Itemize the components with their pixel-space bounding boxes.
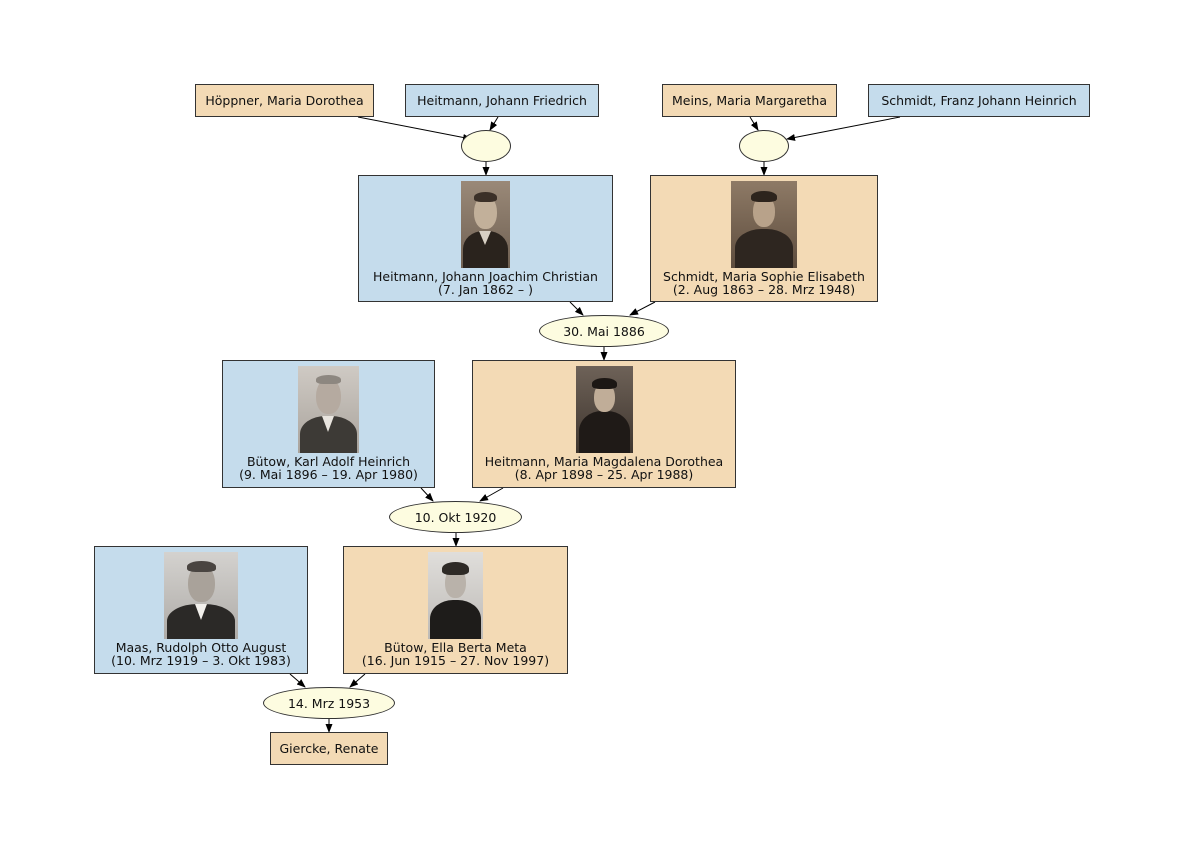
marriage-date: 30. Mai 1886: [563, 323, 645, 339]
person-dates: (7. Jan 1862 – ): [438, 282, 533, 297]
edge: [629, 301, 656, 316]
edge: [489, 116, 499, 131]
person-name: Heitmann, Johann Joachim Christian: [373, 269, 598, 284]
edge: [479, 487, 504, 502]
person-heitmann-johann-friedrich[interactable]: Heitmann, Johann Friedrich: [405, 84, 599, 117]
person-photo: [575, 366, 633, 453]
person-hoeppner-maria-dorothea[interactable]: Höppner, Maria Dorothea: [195, 84, 374, 117]
edge: [349, 673, 366, 688]
family-node[interactable]: 30. Mai 1886: [539, 315, 669, 347]
person-photo: [298, 366, 359, 453]
person-heitmann-maria-magdalena-dorothea[interactable]: Heitmann, Maria Magdalena Dorothea (8. A…: [472, 360, 736, 488]
person-photo: [461, 181, 510, 268]
person-dates: (10. Mrz 1919 – 3. Okt 1983): [111, 653, 291, 668]
person-schmidt-maria-sophie-elisabeth[interactable]: Schmidt, Maria Sophie Elisabeth (2. Aug …: [650, 175, 878, 302]
person-maas-rudolph-otto-august[interactable]: Maas, Rudolph Otto August (10. Mrz 1919 …: [94, 546, 308, 674]
person-name: Schmidt, Maria Sophie Elisabeth: [663, 269, 865, 284]
person-schmidt-franz-johann-heinrich[interactable]: Schmidt, Franz Johann Heinrich: [868, 84, 1090, 117]
person-name: Bütow, Ella Berta Meta: [384, 640, 527, 655]
edge: [749, 116, 759, 131]
person-meins-maria-margaretha[interactable]: Meins, Maria Margaretha: [662, 84, 837, 117]
family-node[interactable]: [461, 130, 511, 162]
person-name: Heitmann, Maria Magdalena Dorothea: [484, 454, 724, 469]
person-name: Meins, Maria Margaretha: [671, 93, 828, 108]
person-dates: (9. Mai 1896 – 19. Apr 1980): [239, 467, 418, 482]
person-photo: [731, 181, 797, 268]
family-node[interactable]: [739, 130, 789, 162]
family-node[interactable]: 10. Okt 1920: [389, 501, 522, 533]
person-name: Bütow, Karl Adolf Heinrich: [246, 454, 411, 469]
edge: [569, 301, 584, 316]
person-buetow-karl-adolf-heinrich[interactable]: Bütow, Karl Adolf Heinrich (9. Mai 1896 …: [222, 360, 435, 488]
person-name: Heitmann, Johann Friedrich: [417, 93, 587, 108]
person-dates: (2. Aug 1863 – 28. Mrz 1948): [672, 282, 856, 297]
person-photo: [164, 552, 238, 639]
marriage-date: 14. Mrz 1953: [287, 695, 371, 711]
person-dates: (16. Jun 1915 – 27. Nov 1997): [361, 653, 550, 668]
person-name: Maas, Rudolph Otto August: [115, 640, 287, 655]
person-name: Höppner, Maria Dorothea: [205, 93, 364, 108]
edge: [420, 487, 434, 502]
person-dates: (8. Apr 1898 – 25. Apr 1988): [514, 467, 694, 482]
person-name: Giercke, Renate: [279, 741, 379, 756]
person-buetow-ella-berta-meta[interactable]: Bütow, Ella Berta Meta (16. Jun 1915 – 2…: [343, 546, 568, 674]
person-giercke-renate[interactable]: Giercke, Renate: [270, 732, 388, 765]
edge: [357, 116, 472, 141]
family-node[interactable]: 14. Mrz 1953: [263, 687, 395, 719]
person-heitmann-johann-joachim-christian[interactable]: Heitmann, Johann Joachim Christian (7. J…: [358, 175, 613, 302]
edge: [786, 116, 901, 141]
person-photo: [428, 552, 483, 639]
edge: [289, 673, 306, 688]
marriage-date: 10. Okt 1920: [414, 509, 497, 525]
person-name: Schmidt, Franz Johann Heinrich: [881, 93, 1077, 108]
